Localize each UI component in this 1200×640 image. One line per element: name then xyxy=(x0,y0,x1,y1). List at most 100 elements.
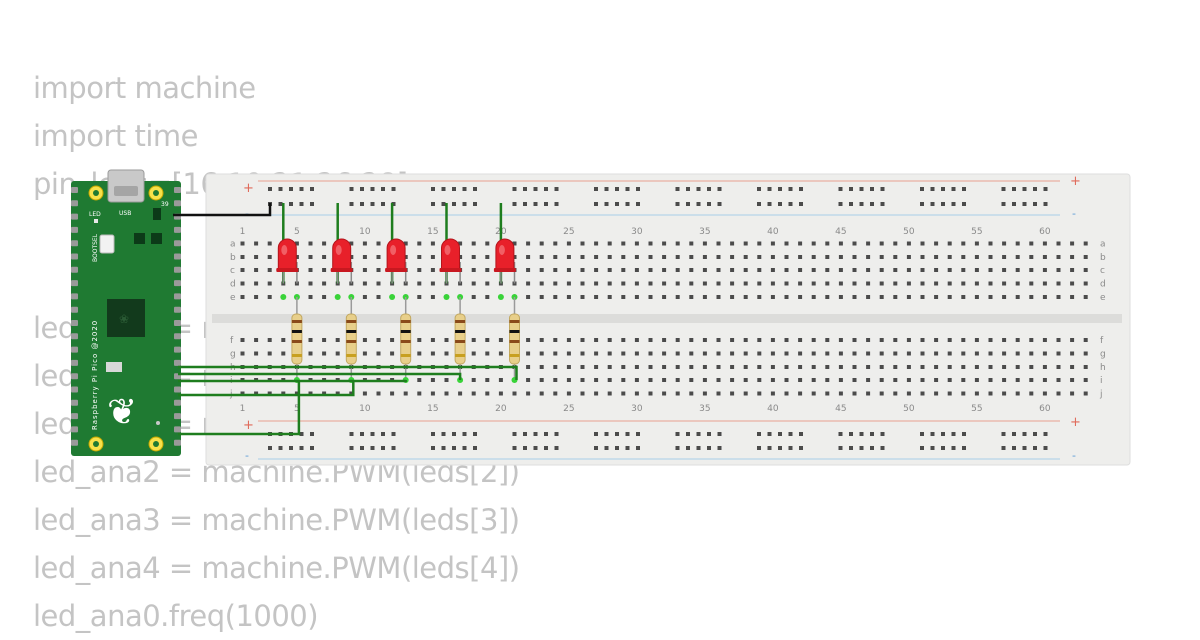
breadboard-hole[interactable] xyxy=(879,255,884,259)
breadboard-hole[interactable] xyxy=(689,378,694,382)
breadboard-hole[interactable] xyxy=(1070,365,1075,369)
rail-hole[interactable] xyxy=(594,187,598,191)
rail-hole[interactable] xyxy=(533,446,538,450)
breadboard-hole[interactable] xyxy=(730,255,735,259)
breadboard-hole[interactable] xyxy=(1070,295,1075,299)
breadboard-hole[interactable] xyxy=(539,295,544,299)
pico-pin[interactable] xyxy=(174,439,181,446)
breadboard-hole[interactable] xyxy=(485,338,490,342)
breadboard-hole[interactable] xyxy=(1083,281,1088,286)
pico-pin[interactable] xyxy=(174,359,181,366)
rail-hole[interactable] xyxy=(778,446,782,450)
rail-hole[interactable] xyxy=(636,202,640,206)
breadboard-hole[interactable] xyxy=(934,281,939,286)
breadboard-hole[interactable] xyxy=(689,255,694,259)
rail-hole[interactable] xyxy=(707,446,711,450)
breadboard-hole[interactable] xyxy=(417,391,422,396)
breadboard-hole[interactable] xyxy=(852,338,857,342)
rail-hole[interactable] xyxy=(512,187,517,191)
breadboard-hole[interactable] xyxy=(458,391,463,396)
rail-hole[interactable] xyxy=(686,432,690,436)
breadboard-hole[interactable] xyxy=(811,351,816,356)
breadboard-hole[interactable] xyxy=(879,281,884,286)
breadboard-hole[interactable] xyxy=(879,365,884,369)
rail-hole[interactable] xyxy=(799,187,803,191)
breadboard-hole[interactable] xyxy=(621,365,626,369)
breadboard-hole[interactable] xyxy=(1042,365,1047,369)
breadboard-hole[interactable] xyxy=(811,295,816,299)
breadboard-hole[interactable] xyxy=(689,295,694,299)
breadboard-hole[interactable] xyxy=(539,351,544,356)
rail-hole[interactable] xyxy=(473,432,477,436)
breadboard-hole[interactable] xyxy=(947,241,952,246)
rail-hole[interactable] xyxy=(717,187,722,191)
breadboard-hole[interactable] xyxy=(553,391,558,396)
breadboard-hole[interactable] xyxy=(322,391,327,396)
breadboard-hole[interactable] xyxy=(308,338,313,342)
rail-hole[interactable] xyxy=(452,446,456,450)
breadboard-hole[interactable] xyxy=(485,281,490,286)
breadboard-hole[interactable] xyxy=(566,241,571,246)
breadboard-hole[interactable] xyxy=(1042,255,1047,259)
rail-hole[interactable] xyxy=(604,202,609,206)
breadboard-hole[interactable] xyxy=(267,241,272,246)
breadboard-hole[interactable] xyxy=(498,378,503,382)
breadboard-hole[interactable] xyxy=(757,241,762,246)
breadboard-hole[interactable] xyxy=(974,391,979,396)
breadboard-hole[interactable] xyxy=(825,378,830,382)
rail-hole[interactable] xyxy=(391,202,396,206)
breadboard-hole[interactable] xyxy=(607,241,612,246)
breadboard-hole[interactable] xyxy=(294,391,299,396)
breadboard-hole[interactable] xyxy=(1083,391,1088,396)
breadboard-hole[interactable] xyxy=(594,268,599,272)
breadboard-hole[interactable] xyxy=(866,241,871,246)
breadboard-hole[interactable] xyxy=(893,241,898,246)
rail-hole[interactable] xyxy=(544,446,548,450)
breadboard-hole[interactable] xyxy=(553,268,558,272)
rail-hole[interactable] xyxy=(717,432,722,436)
breadboard-hole[interactable] xyxy=(716,255,721,259)
breadboard-hole[interactable] xyxy=(594,351,599,356)
breadboard-hole[interactable] xyxy=(566,281,571,286)
rail-hole[interactable] xyxy=(1022,202,1027,206)
breadboard-hole[interactable] xyxy=(730,295,735,299)
rail-hole[interactable] xyxy=(696,202,701,206)
breadboard-hole[interactable] xyxy=(934,241,939,246)
breadboard-hole[interactable] xyxy=(526,378,531,382)
rail-hole[interactable] xyxy=(696,446,701,450)
breadboard-hole[interactable] xyxy=(1002,281,1007,286)
breadboard-hole[interactable] xyxy=(254,351,259,356)
breadboard-hole[interactable] xyxy=(784,338,789,342)
breadboard-hole[interactable] xyxy=(621,241,626,246)
rail-hole[interactable] xyxy=(767,202,772,206)
rail-hole[interactable] xyxy=(360,432,364,436)
rail-hole[interactable] xyxy=(870,187,874,191)
breadboard-hole[interactable] xyxy=(1029,378,1034,382)
breadboard-hole[interactable] xyxy=(866,268,871,272)
breadboard-hole[interactable] xyxy=(730,391,735,396)
breadboard-hole[interactable] xyxy=(485,295,490,299)
breadboard-hole[interactable] xyxy=(811,391,816,396)
breadboard-hole[interactable] xyxy=(362,241,367,246)
rail-hole[interactable] xyxy=(523,446,527,450)
breadboard-hole[interactable] xyxy=(471,268,476,272)
breadboard-hole[interactable] xyxy=(362,268,367,272)
breadboard-hole[interactable] xyxy=(526,338,531,342)
rail-hole[interactable] xyxy=(441,446,446,450)
breadboard-hole[interactable] xyxy=(1002,351,1007,356)
breadboard-hole[interactable] xyxy=(702,281,707,286)
breadboard-hole[interactable] xyxy=(906,391,911,396)
breadboard-hole[interactable] xyxy=(1029,268,1034,272)
breadboard-hole[interactable] xyxy=(852,365,857,369)
breadboard-hole[interactable] xyxy=(322,255,327,259)
breadboard-hole[interactable] xyxy=(920,295,925,299)
breadboard-hole[interactable] xyxy=(254,268,259,272)
breadboard-hole[interactable] xyxy=(716,391,721,396)
breadboard-hole[interactable] xyxy=(702,378,707,382)
resistor[interactable] xyxy=(400,313,412,365)
breadboard-hole[interactable] xyxy=(471,378,476,382)
breadboard-hole[interactable] xyxy=(308,241,313,246)
breadboard-hole[interactable] xyxy=(1070,255,1075,259)
breadboard-hole[interactable] xyxy=(974,338,979,342)
rail-hole[interactable] xyxy=(349,432,354,436)
